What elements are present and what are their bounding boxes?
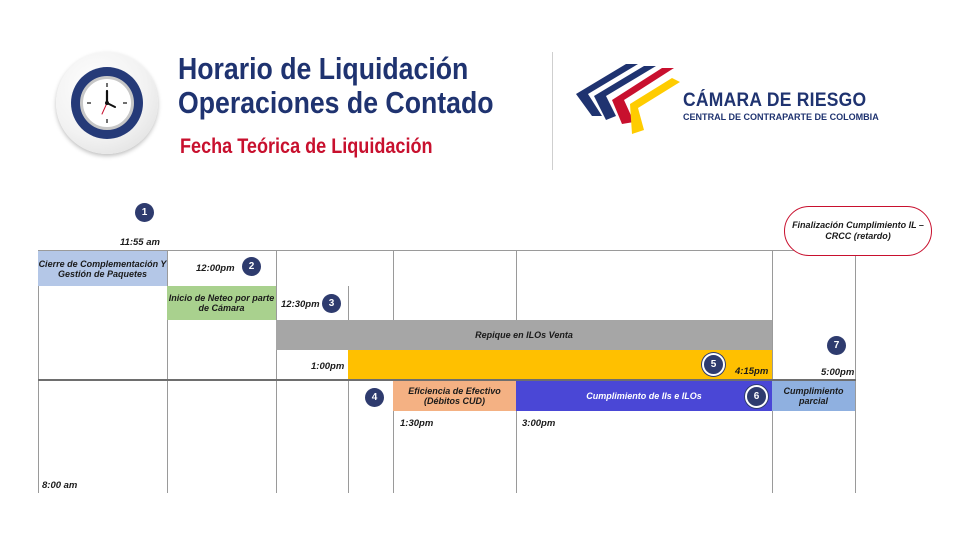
time-label-1200: 12:00pm xyxy=(196,263,235,274)
block-cumplimiento: Cumplimiento de IIs e ILOs xyxy=(516,381,772,411)
grid-line xyxy=(167,250,168,493)
block-inicio-neteo: Inicio de Neteo por parte de Cámara xyxy=(167,286,276,320)
step-badge-7: 7 xyxy=(827,336,846,355)
page-subtitle: Fecha Teórica de Liquidación xyxy=(180,135,433,158)
callout-finalizacion-cumplimiento: Finalización Cumplimiento IL – CRCC (ret… xyxy=(784,206,932,256)
grid-line xyxy=(772,250,773,493)
block-ilos-window xyxy=(348,350,772,379)
step-badge-5: 5 xyxy=(702,353,725,376)
step-badge-1: 1 xyxy=(135,203,154,222)
time-label-1230: 12:30pm xyxy=(281,299,320,310)
step-badge-4: 4 xyxy=(365,388,384,407)
timeline-top-border xyxy=(38,250,856,251)
grid-line xyxy=(38,250,39,493)
time-label-100: 1:00pm xyxy=(311,361,345,372)
step-badge-3: 3 xyxy=(322,294,341,313)
time-label-1155: 11:55 am xyxy=(120,237,160,248)
clock-icon xyxy=(80,76,134,130)
grid-line xyxy=(855,250,856,493)
page-title-line-1: Horario de Liquidación xyxy=(178,51,469,86)
brand-name: CÁMARA DE RIESGO xyxy=(683,90,867,111)
time-label-130: 1:30pm xyxy=(400,418,434,429)
step-badge-6: 6 xyxy=(745,385,768,408)
brand-tagline: CENTRAL DE CONTRAPARTE DE COLOMBIA xyxy=(683,112,879,123)
logo-stripes-icon xyxy=(572,60,682,140)
time-label-300: 3:00pm xyxy=(522,418,556,429)
block-repique-ilos: Repique en ILOs Venta xyxy=(276,320,772,350)
time-label-800: 8:00 am xyxy=(42,480,78,491)
block-cumplimiento-parcial: Cumplimiento parcial xyxy=(772,381,855,411)
timeline-axis xyxy=(38,379,856,381)
page-title-line-2: Operaciones de Contado xyxy=(178,85,494,120)
block-cierre-complementacion: Cierre de Complementación Y Gestión de P… xyxy=(38,251,167,286)
grid-line xyxy=(276,250,277,493)
step-badge-2: 2 xyxy=(242,257,261,276)
grid-line xyxy=(348,286,349,493)
time-label-415: 4:15pm xyxy=(735,366,769,377)
block-eficiencia-efectivo: Eficiencia de Efectivo (Débitos CUD) xyxy=(393,381,516,411)
header-divider xyxy=(552,52,553,170)
time-label-500: 5:00pm xyxy=(821,367,855,378)
